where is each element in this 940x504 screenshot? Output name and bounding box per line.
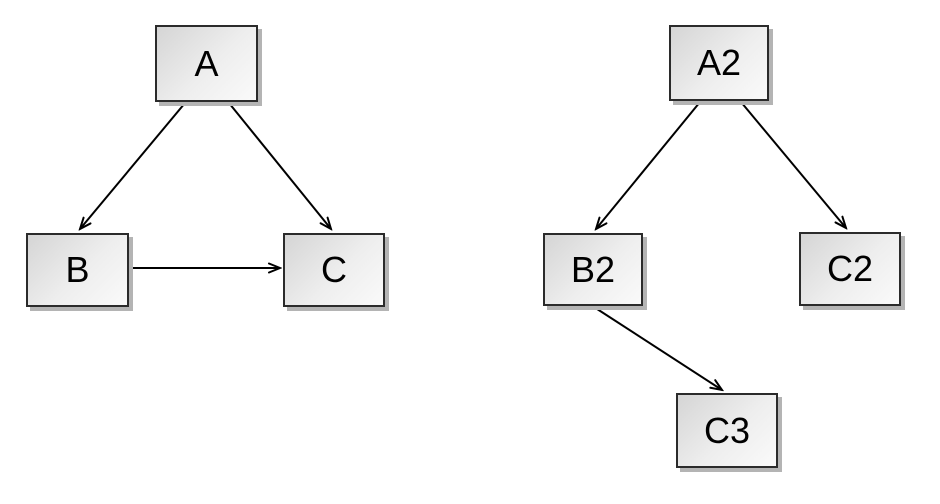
edge-B2-C3[interactable] bbox=[593, 306, 722, 390]
node-label: A bbox=[194, 42, 219, 84]
node-label: A2 bbox=[696, 42, 742, 83]
node-label: C3 bbox=[703, 409, 751, 451]
node-C2[interactable]: C2 bbox=[799, 232, 901, 306]
node-C[interactable]: C bbox=[283, 233, 385, 307]
node-A[interactable]: A bbox=[155, 25, 258, 102]
node-label: C2 bbox=[826, 248, 874, 289]
node-B[interactable]: B bbox=[26, 233, 129, 307]
edge-A2-B2[interactable] bbox=[596, 101, 701, 229]
edge-A-C[interactable] bbox=[228, 102, 331, 229]
node-B2[interactable]: B2 bbox=[543, 233, 643, 306]
node-label: C bbox=[321, 249, 347, 290]
node-C3[interactable]: C3 bbox=[676, 393, 778, 468]
node-label: B2 bbox=[570, 248, 616, 290]
edge-A-B[interactable] bbox=[80, 102, 186, 229]
edge-A2-C2[interactable] bbox=[740, 101, 846, 228]
node-A2[interactable]: A2 bbox=[669, 25, 769, 101]
node-label: B bbox=[65, 249, 90, 290]
